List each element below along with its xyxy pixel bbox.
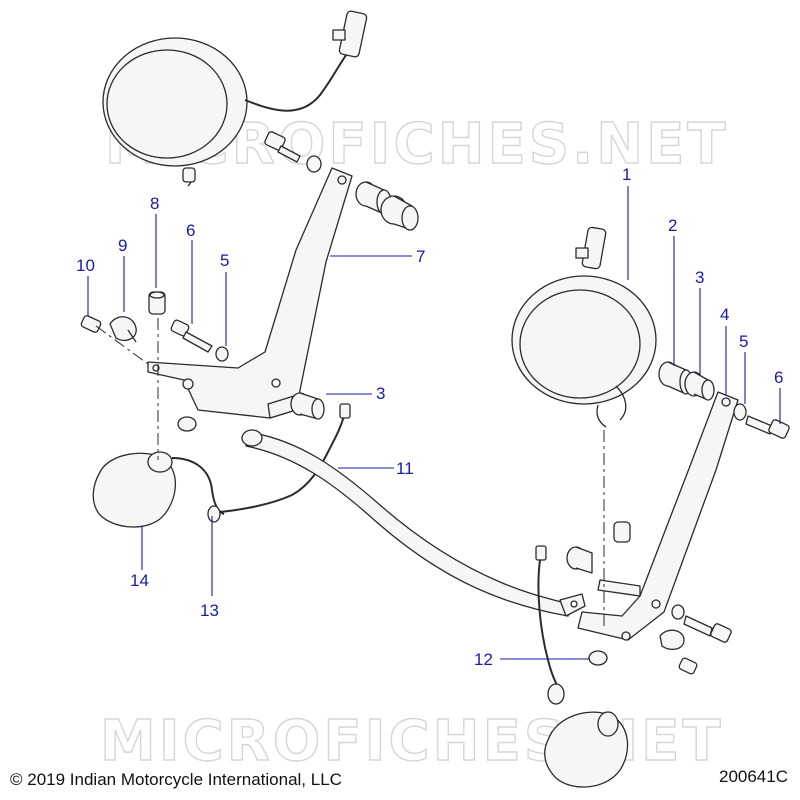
copyright-text: © 2019 Indian Motorcycle International, … (10, 770, 342, 789)
spacer-left (355, 181, 419, 231)
headlamp-right (511, 226, 657, 428)
callout-8: 8 (150, 194, 159, 213)
callout-12: 12 (474, 650, 493, 669)
callout-4: 4 (720, 305, 729, 324)
callout-3-right: 3 (695, 268, 704, 287)
callouts: 1 2 3 3 4 5 5 6 6 7 8 9 10 11 12 13 14 (76, 165, 783, 669)
headlamp-upper (102, 10, 368, 187)
mounting-bar (241, 429, 586, 617)
small-hardware-right (566, 521, 732, 675)
small-hardware-left (80, 291, 229, 362)
callout-6-right: 6 (774, 368, 783, 387)
centerline-left-bolt (95, 325, 149, 365)
leader-lines (87, 186, 781, 660)
bolt-right (733, 403, 790, 439)
callout-6-left: 6 (186, 221, 195, 240)
callout-10: 10 (76, 256, 95, 275)
bracket-right (577, 391, 739, 641)
spacer-right (658, 361, 715, 401)
turn-signal-left (92, 403, 351, 528)
bracket-left (147, 167, 353, 419)
bolt-upper (264, 131, 322, 173)
callout-5-right: 5 (739, 332, 748, 351)
watermark-bottom: MICROFICHES.NET (100, 709, 724, 774)
turn-signal-right (535, 545, 629, 788)
callout-11: 11 (396, 459, 414, 478)
callout-7: 7 (416, 247, 425, 266)
callout-2: 2 (668, 216, 677, 235)
callout-3-left: 3 (376, 384, 385, 403)
callout-14: 14 (130, 571, 149, 590)
spacer-left-lower (177, 392, 325, 432)
callout-13: 13 (200, 601, 219, 620)
callout-9: 9 (118, 236, 127, 255)
diagram-id: 200641C (718, 767, 788, 786)
callout-5-left: 5 (220, 251, 229, 270)
callout-1: 1 (622, 165, 631, 184)
